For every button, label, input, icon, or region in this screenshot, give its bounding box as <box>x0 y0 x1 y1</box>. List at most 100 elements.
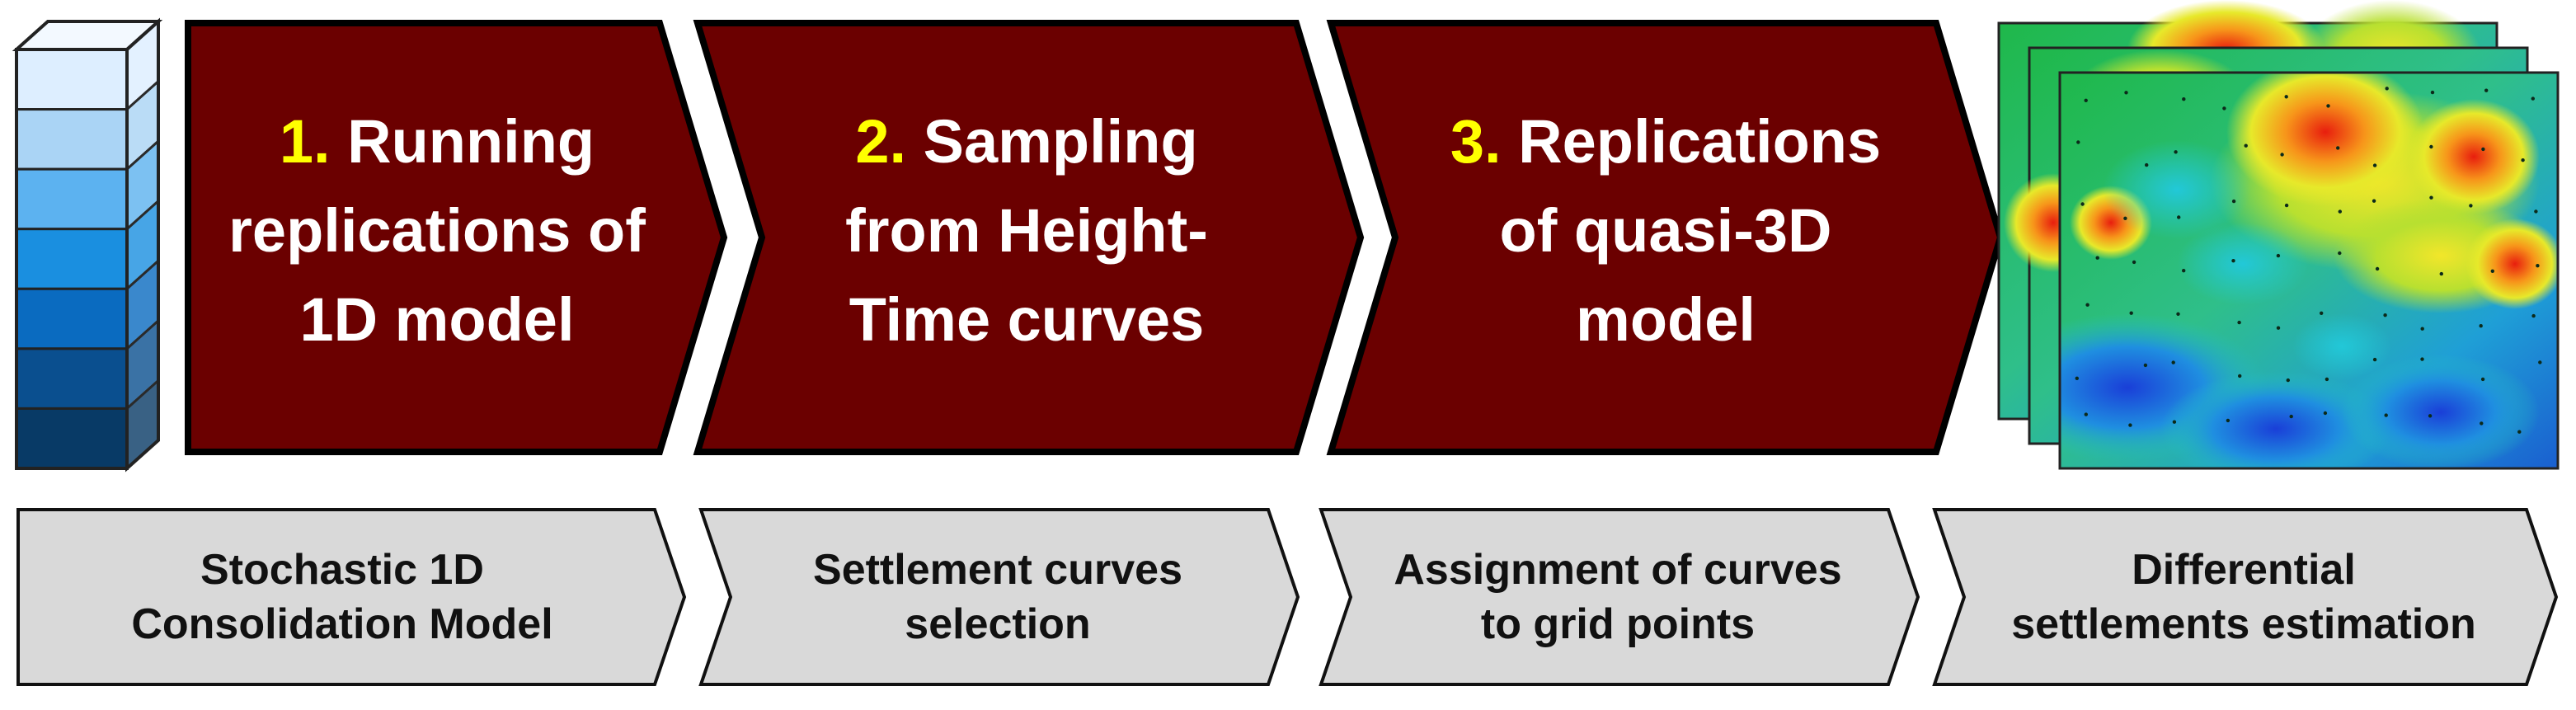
grid-point <box>2430 90 2435 95</box>
grid-point <box>2284 95 2288 99</box>
grid-point <box>2323 411 2328 416</box>
grid-point <box>2326 104 2330 108</box>
step-1-number: 1. <box>279 107 331 176</box>
grid-point <box>2428 414 2433 418</box>
grid-point <box>2375 266 2380 271</box>
grid-point <box>2384 413 2388 417</box>
soil-layer <box>15 287 129 350</box>
stage-2-line-1: Settlement curves <box>813 546 1182 594</box>
grid-point <box>2420 357 2424 361</box>
stage-4-line-2: settlements estimation <box>2011 600 2476 648</box>
grid-point <box>2325 377 2329 382</box>
step-2-label: 2. Sampling from Height- Time curves <box>771 82 1282 379</box>
soil-layer <box>15 108 129 171</box>
step-1-line-3: 1D model <box>299 285 575 354</box>
grid-point <box>2420 327 2424 331</box>
step-3-line-3: model <box>1576 285 1756 354</box>
grid-point <box>2080 202 2085 206</box>
grid-point <box>2479 324 2483 328</box>
grid-point <box>2484 88 2489 92</box>
grid-point <box>2076 140 2080 144</box>
step-3-line-2: of quasi-3D <box>1499 196 1832 265</box>
soil-layer <box>15 228 129 290</box>
grid-point <box>2531 313 2536 318</box>
grid-point <box>2237 320 2241 325</box>
step-2-line-3: Time curves <box>848 285 1205 354</box>
grid-point <box>2480 377 2485 382</box>
grid-point <box>2084 412 2088 416</box>
grid-point <box>2128 423 2132 427</box>
stage-4-line-1: Differential <box>2132 546 2356 594</box>
stage-1-arrow <box>16 508 687 686</box>
grid-point <box>2289 414 2293 419</box>
grid-point <box>2084 98 2088 103</box>
stage-1-line-2: Consolidation Model <box>131 600 553 648</box>
stage-4-arrow <box>1932 508 2559 686</box>
grid-point <box>2085 303 2089 307</box>
step-2-number: 2. <box>855 107 907 176</box>
step-1-line-2: replications of <box>228 196 646 265</box>
settlement-map-front <box>2058 71 2560 470</box>
grid-point <box>2429 195 2433 200</box>
grid-point <box>2177 215 2181 219</box>
step-2-line-1: 2. Sampling <box>855 107 1198 176</box>
stage-2-line-2: selection <box>905 600 1091 648</box>
grid-point <box>2280 153 2284 157</box>
grid-point <box>2521 158 2525 162</box>
stage-2-label: Settlement curves selection <box>726 518 1270 676</box>
stage-1-label: Stochastic 1D Consolidation Model <box>25 518 660 676</box>
grid-point <box>2538 360 2542 364</box>
grid-point <box>2338 251 2342 256</box>
grid-point <box>2385 87 2389 91</box>
stage-2-arrow <box>698 508 1300 686</box>
grid-point <box>2338 209 2342 214</box>
step-2-chevron <box>693 20 1365 455</box>
grid-point <box>2429 144 2433 149</box>
step-3-line-1: 3. Replications <box>1450 107 1882 176</box>
grid-point <box>2145 162 2149 167</box>
grid-point <box>2439 271 2443 276</box>
grid-point <box>2238 374 2242 379</box>
step-3-chevron <box>1326 20 2005 455</box>
grid-point <box>2124 91 2128 95</box>
grid-point <box>2534 209 2538 214</box>
grid-point <box>2171 360 2175 364</box>
grid-point <box>2174 150 2178 154</box>
grid-point <box>2517 430 2522 434</box>
step-2-line-2: from Height- <box>845 196 1208 265</box>
grid-point <box>2143 363 2148 368</box>
soil-column-icon <box>12 17 163 473</box>
grid-point <box>2490 269 2494 273</box>
grid-point <box>2286 378 2290 383</box>
soil-layer <box>15 167 129 231</box>
grid-point <box>2372 199 2376 203</box>
grid-point <box>2182 97 2186 101</box>
grid-point <box>2123 216 2127 220</box>
stage-1-line-1: Stochastic 1D <box>200 546 484 594</box>
grid-point <box>2536 264 2540 268</box>
grid-point <box>2182 269 2186 273</box>
grid-point <box>2172 420 2177 424</box>
grid-point <box>2481 147 2485 152</box>
grid-point <box>2132 260 2136 265</box>
grid-point <box>2276 326 2281 330</box>
grid-point <box>2231 199 2236 204</box>
step-3-number: 3. <box>1450 107 1502 176</box>
grid-point <box>2176 312 2180 316</box>
soil-layer <box>15 407 129 470</box>
step-1-chevron <box>185 20 728 455</box>
grid-point <box>2372 163 2377 167</box>
grid-point <box>2222 106 2226 110</box>
grid-point <box>2231 259 2235 263</box>
soil-layer <box>15 48 129 111</box>
grid-point <box>2284 203 2289 208</box>
grid-point <box>2244 143 2248 148</box>
grid-point <box>2480 421 2484 426</box>
grid-point <box>2075 376 2079 380</box>
grid-point <box>2531 96 2535 101</box>
step-3-label: 3. Replications of quasi-3D model <box>1402 82 1930 379</box>
step-1-label: 1. Running replications of 1D model <box>206 82 668 379</box>
soil-layer <box>15 347 129 410</box>
